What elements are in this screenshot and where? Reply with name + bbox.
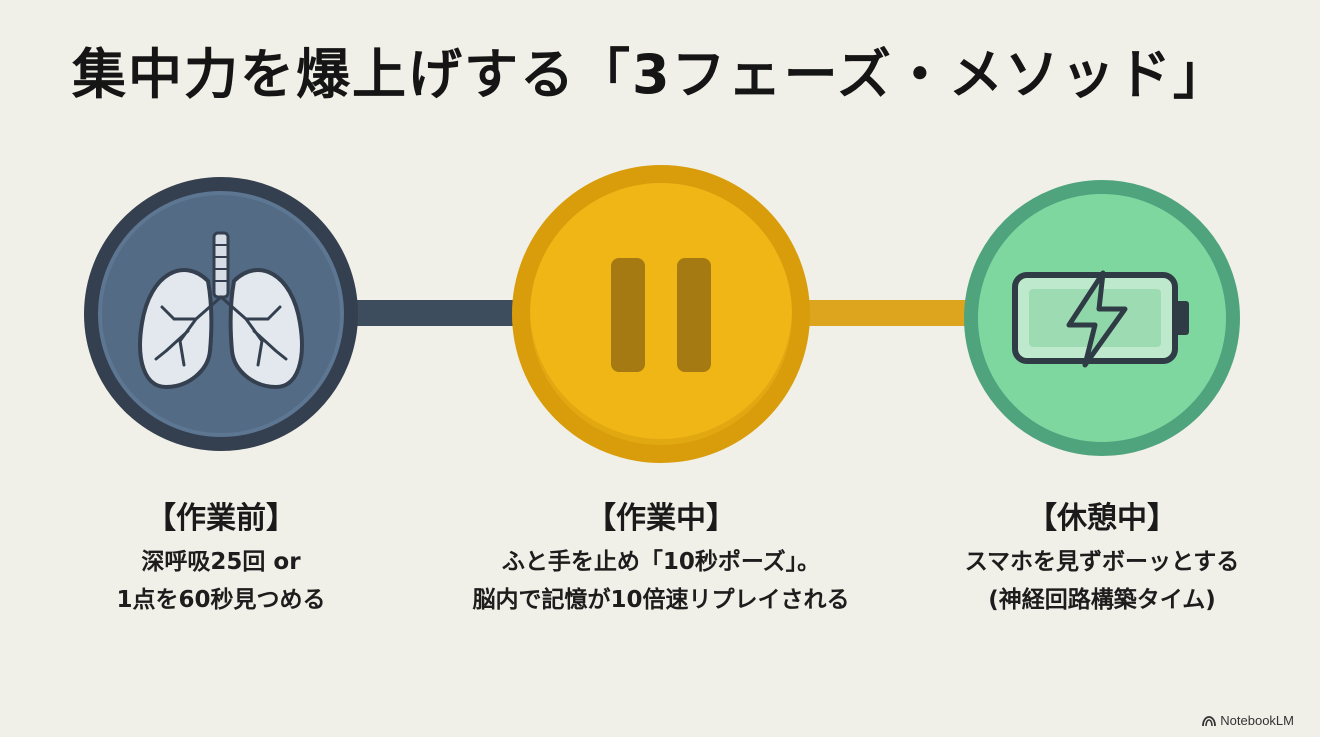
phase-description-line: 深呼吸25回 or (141, 549, 301, 575)
connector-line-1 (340, 300, 540, 326)
phase-description-line: スマホを見ずボーッとする (964, 549, 1240, 575)
phase-circle-before (84, 177, 358, 451)
phase-description-line: (神経回路構築タイム) (988, 587, 1216, 613)
lungs-icon (138, 231, 304, 390)
watermark-text: NotebookLM (1220, 713, 1294, 728)
phase-description-line: ふと手を止め「10秒ポーズ」。 (501, 549, 821, 575)
phase-heading: 【作業前】 (146, 501, 296, 536)
phase-heading: 【作業中】 (586, 501, 736, 536)
battery-charging-icon (1012, 270, 1189, 368)
phase-description-line: 脳内で記憶が10倍速リプレイされる (472, 587, 850, 613)
phase-label-break: 【休憩中】 スマホを見ずボーッとする (神経回路構築タイム) (902, 493, 1302, 619)
connector-line-2 (790, 300, 980, 326)
phase-heading: 【休憩中】 (1027, 501, 1177, 536)
phase-circle-during (512, 165, 810, 463)
phase-circle-break (964, 180, 1240, 456)
phase-description-line: 1点を60秒見つめる (116, 587, 326, 613)
page-title: 集中力を爆上げする「3フェーズ・メソッド」 (72, 43, 1229, 106)
notebooklm-logo-icon (1202, 715, 1217, 726)
phase-label-during: 【作業中】 ふと手を止め「10秒ポーズ」。 脳内で記憶が10倍速リプレイされる (411, 493, 911, 619)
pause-icon (611, 258, 711, 372)
phase-label-before: 【作業前】 深呼吸25回 or 1点を60秒見つめる (71, 493, 371, 619)
watermark: NotebookLM (1202, 713, 1294, 728)
